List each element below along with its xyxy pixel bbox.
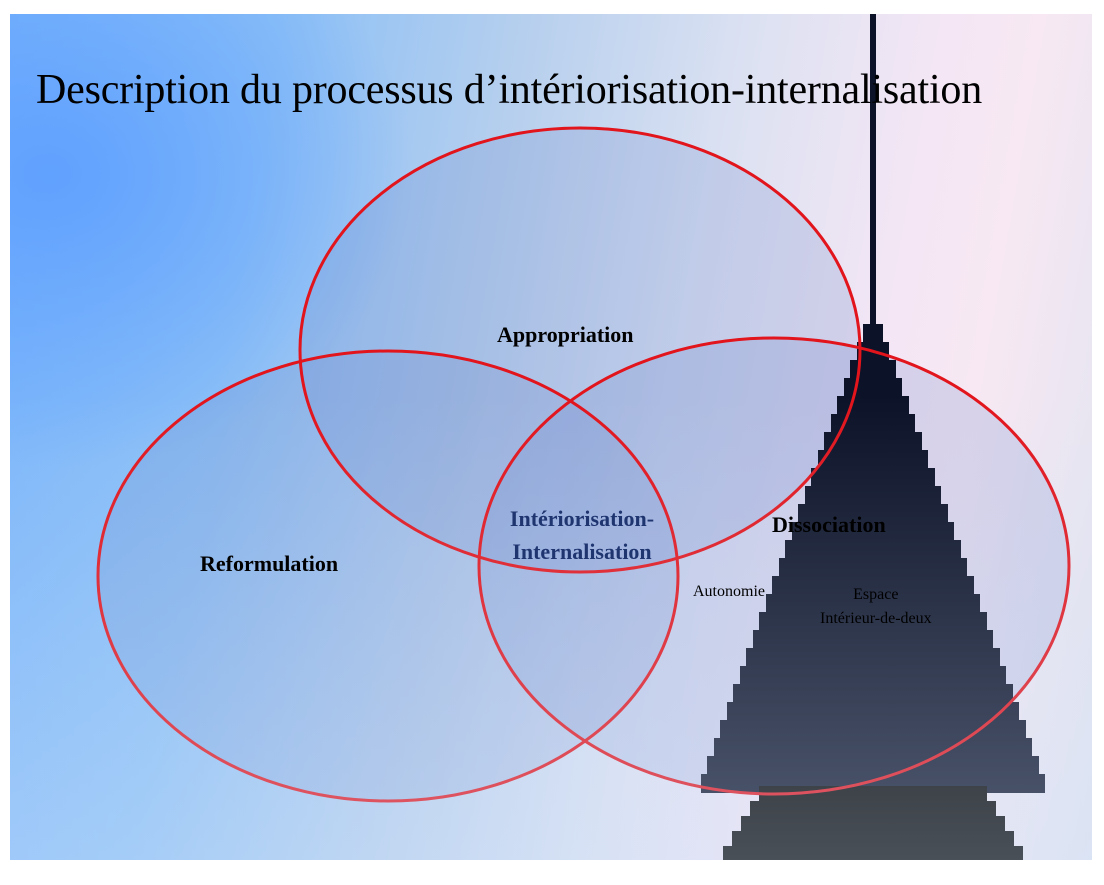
tower-step [850, 360, 896, 379]
tower-step [740, 666, 1006, 685]
tower-step [844, 378, 902, 397]
tower-step [759, 612, 987, 631]
tower-step [792, 522, 954, 541]
tower-antenna [870, 14, 876, 329]
tower-step [798, 504, 948, 523]
tower-step [824, 432, 922, 451]
tower-step [766, 594, 980, 613]
tower-step [863, 324, 883, 343]
tower-base-step [750, 801, 996, 817]
espace-note: Espace Intérieur-de-deux [820, 583, 932, 631]
espace-note-line2: Intérieur-de-deux [820, 610, 932, 627]
tower-base-step [741, 816, 1005, 832]
dissociation-circle [477, 336, 1071, 796]
appropriation-circle [298, 126, 862, 574]
tower-step [753, 630, 993, 649]
tower-step [779, 558, 967, 577]
tower-base-step [723, 846, 1023, 860]
appropriation-circle-fill [300, 128, 860, 572]
tower-step [837, 396, 909, 415]
tower-step [733, 684, 1013, 703]
slide-title: Description du processus d’intériorisati… [36, 67, 983, 113]
tower-base-step [759, 786, 987, 802]
tower-base-step [732, 831, 1014, 847]
tower-step [714, 738, 1032, 757]
tower-step [805, 486, 941, 505]
reformulation-label: Reformulation [200, 551, 339, 576]
venn-circle-outlines [96, 126, 1071, 803]
tower-step [720, 720, 1026, 739]
appropriation-label: Appropriation [497, 322, 634, 347]
tower-step [818, 450, 928, 469]
tower-silhouette [701, 14, 1045, 860]
tower-step [811, 468, 935, 487]
espace-note-line1: Espace [853, 586, 899, 603]
intersection-label-line1: Intériorisation- [509, 506, 655, 531]
autonomie-note: Autonomie [693, 583, 765, 600]
intersection-label-line2: Internalisation [512, 539, 652, 564]
tower-step [746, 648, 1000, 667]
dissociation-label: Dissociation [772, 512, 886, 537]
tower-step [831, 414, 915, 433]
tower-step [727, 702, 1019, 721]
tower-step [785, 540, 961, 559]
intersection-label: Intériorisation- Internalisation [482, 502, 682, 568]
slide-canvas: Description du processus d’intériorisati… [10, 14, 1092, 860]
venn-diagram [96, 14, 1071, 860]
reformulation-circle [96, 349, 680, 803]
reformulation-circle-fill [98, 351, 678, 801]
tower-step [772, 576, 974, 595]
tower-step [707, 756, 1039, 775]
